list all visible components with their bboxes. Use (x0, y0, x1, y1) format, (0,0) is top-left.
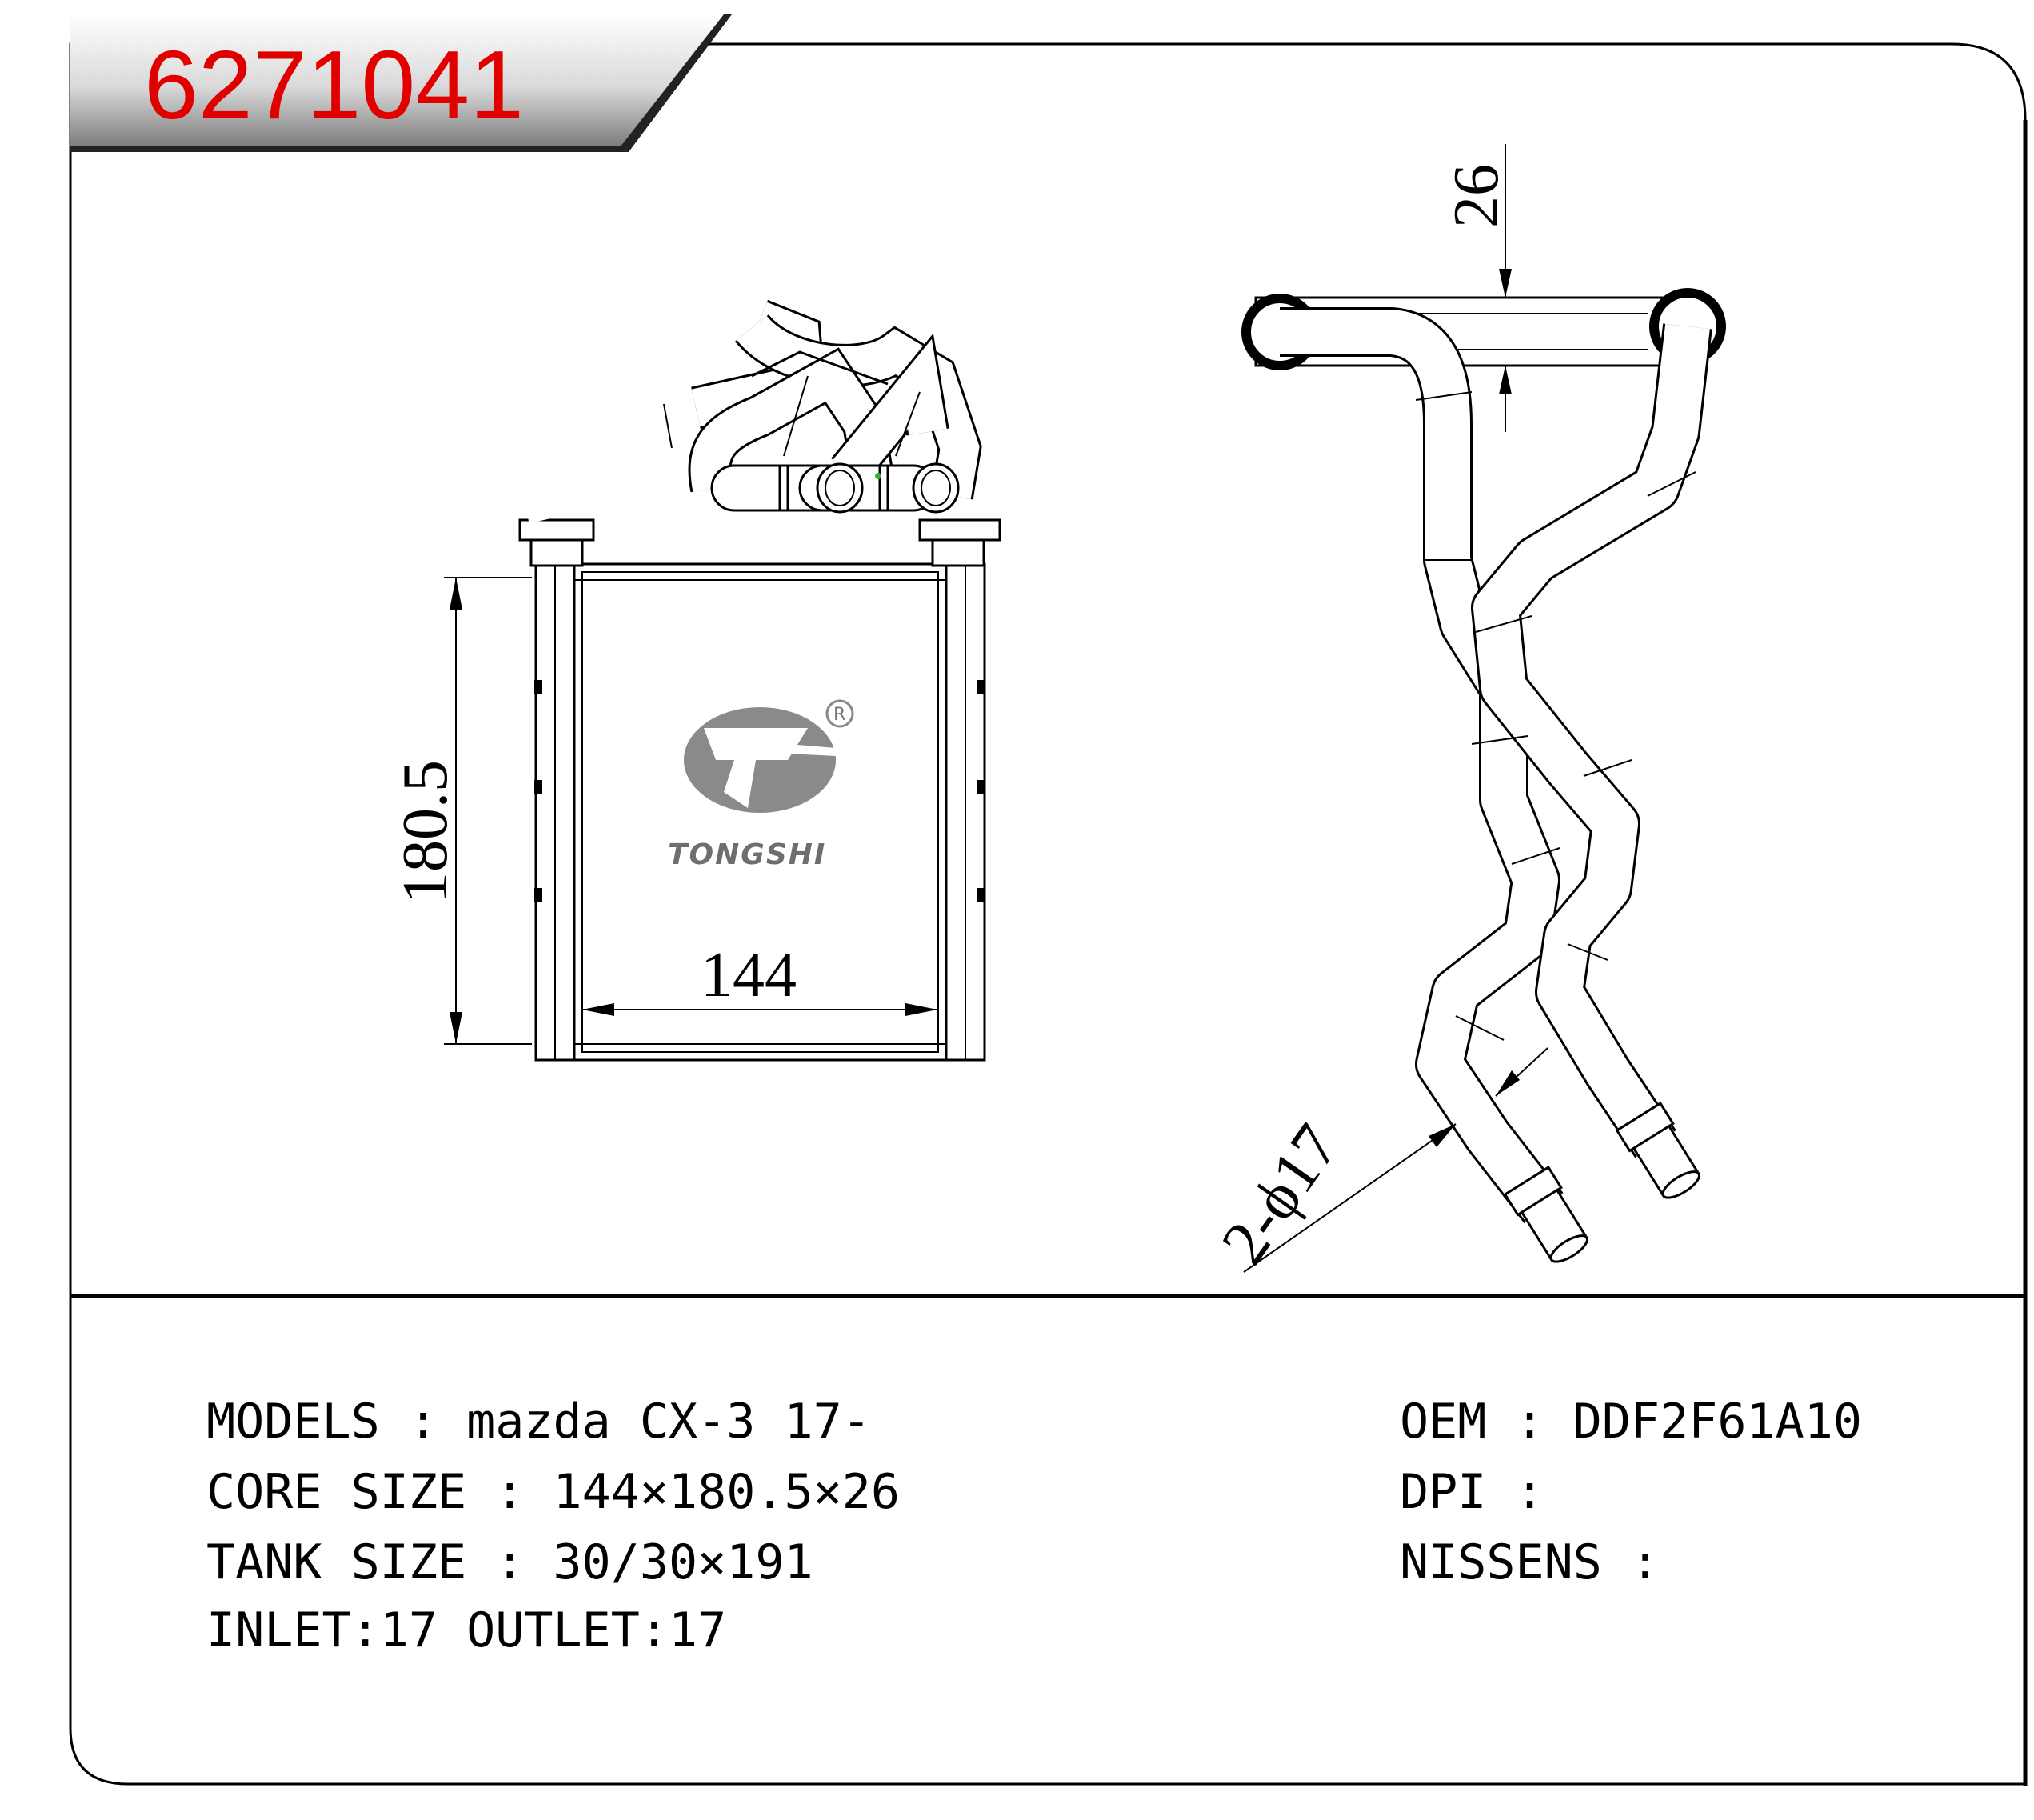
height-label: 180.5 (390, 760, 461, 904)
spec-dpi: DPI : (1400, 1464, 1544, 1520)
sheet-frame (69, 42, 2028, 1786)
front-view: 180.5 144 R TONGSHI (390, 299, 1001, 1062)
spec-oem: OEM : DDF2F61A10 (1400, 1394, 1862, 1450)
spec-nissens: NISSENS : (1400, 1534, 1660, 1590)
pipe-assembly (663, 299, 982, 514)
spec-inlet-outlet: INLET:17 OUTLET:17 (206, 1602, 726, 1658)
tongshi-logo: R TONGSHI (668, 699, 854, 871)
marker-dot (875, 473, 881, 479)
spec-core-size: CORE SIZE : 144×180.5×26 (206, 1464, 900, 1520)
side-view: 26 2-ϕ17 (1209, 144, 1726, 1276)
depth-dimension: 26 (1441, 144, 1512, 432)
brand-name: TONGSHI (668, 838, 826, 871)
depth-label: 26 (1441, 164, 1512, 228)
pipe-diameter-label: 2-ϕ17 (1209, 1112, 1353, 1276)
specs-left: MODELS : mazda CX-3 17- CORE SIZE : 144×… (206, 1394, 900, 1658)
width-label: 144 (701, 940, 797, 1010)
spec-tank-size: TANK SIZE : 30/30×191 (206, 1534, 813, 1590)
spec-models: MODELS : mazda CX-3 17- (206, 1394, 871, 1450)
width-dimension: 144 (582, 940, 937, 1016)
registered-mark: R (833, 705, 845, 725)
specs-right: OEM : DDF2F61A10 DPI : NISSENS : (1400, 1394, 1862, 1590)
part-number: 6271041 (144, 30, 524, 139)
header-tab: 6271041 (70, 14, 732, 152)
height-dimension: 180.5 (390, 577, 532, 1045)
registered-mark-icon (825, 699, 854, 728)
